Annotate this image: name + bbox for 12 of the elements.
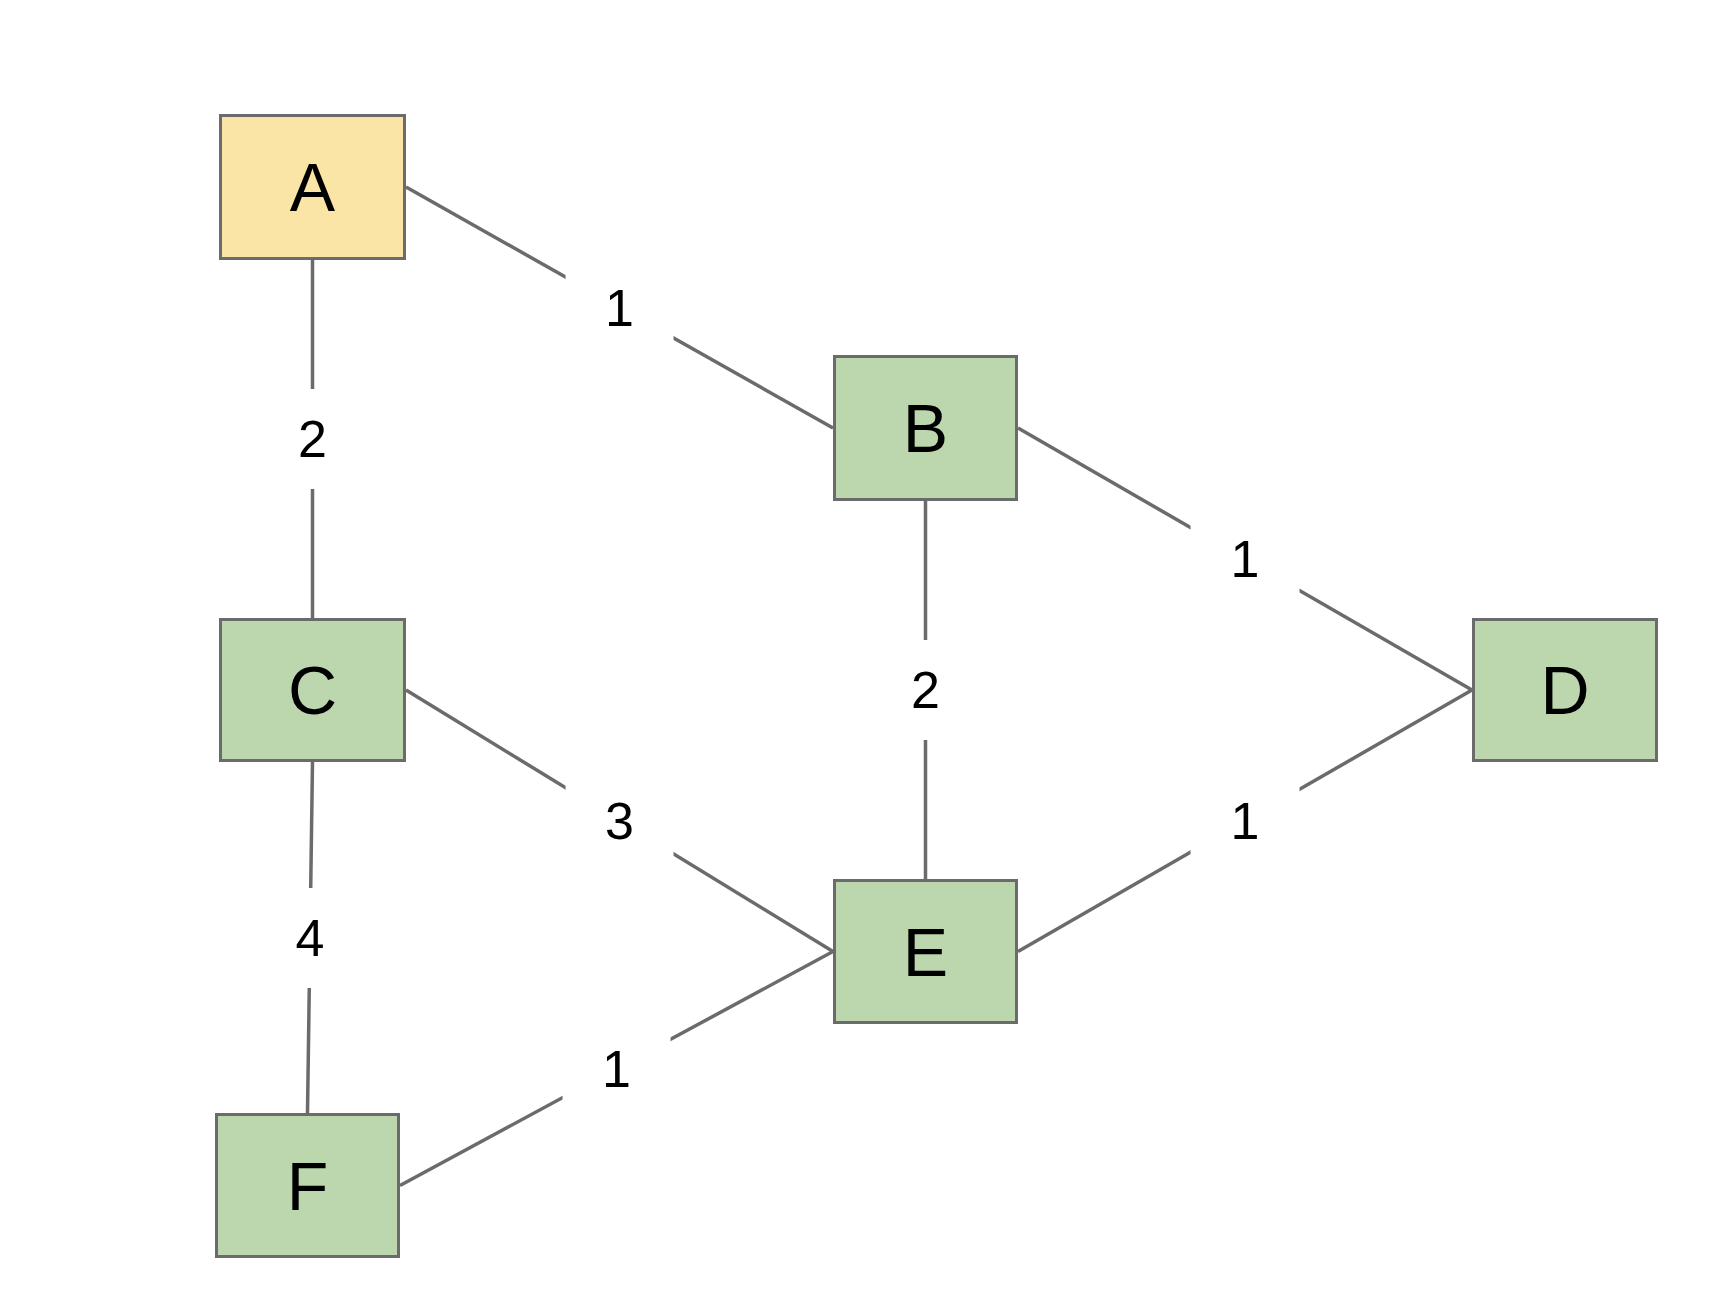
node-label: F <box>286 1151 329 1220</box>
node-label: B <box>902 394 949 462</box>
node-box <box>219 114 406 260</box>
node-box <box>1472 618 1658 762</box>
node-box <box>215 1113 400 1258</box>
node-label: C <box>287 656 338 724</box>
node-box <box>833 879 1018 1024</box>
node-label: E <box>902 917 949 986</box>
node-box <box>219 618 406 762</box>
node-box <box>833 355 1018 501</box>
node-label: D <box>1540 656 1590 724</box>
node-label: A <box>289 153 336 221</box>
